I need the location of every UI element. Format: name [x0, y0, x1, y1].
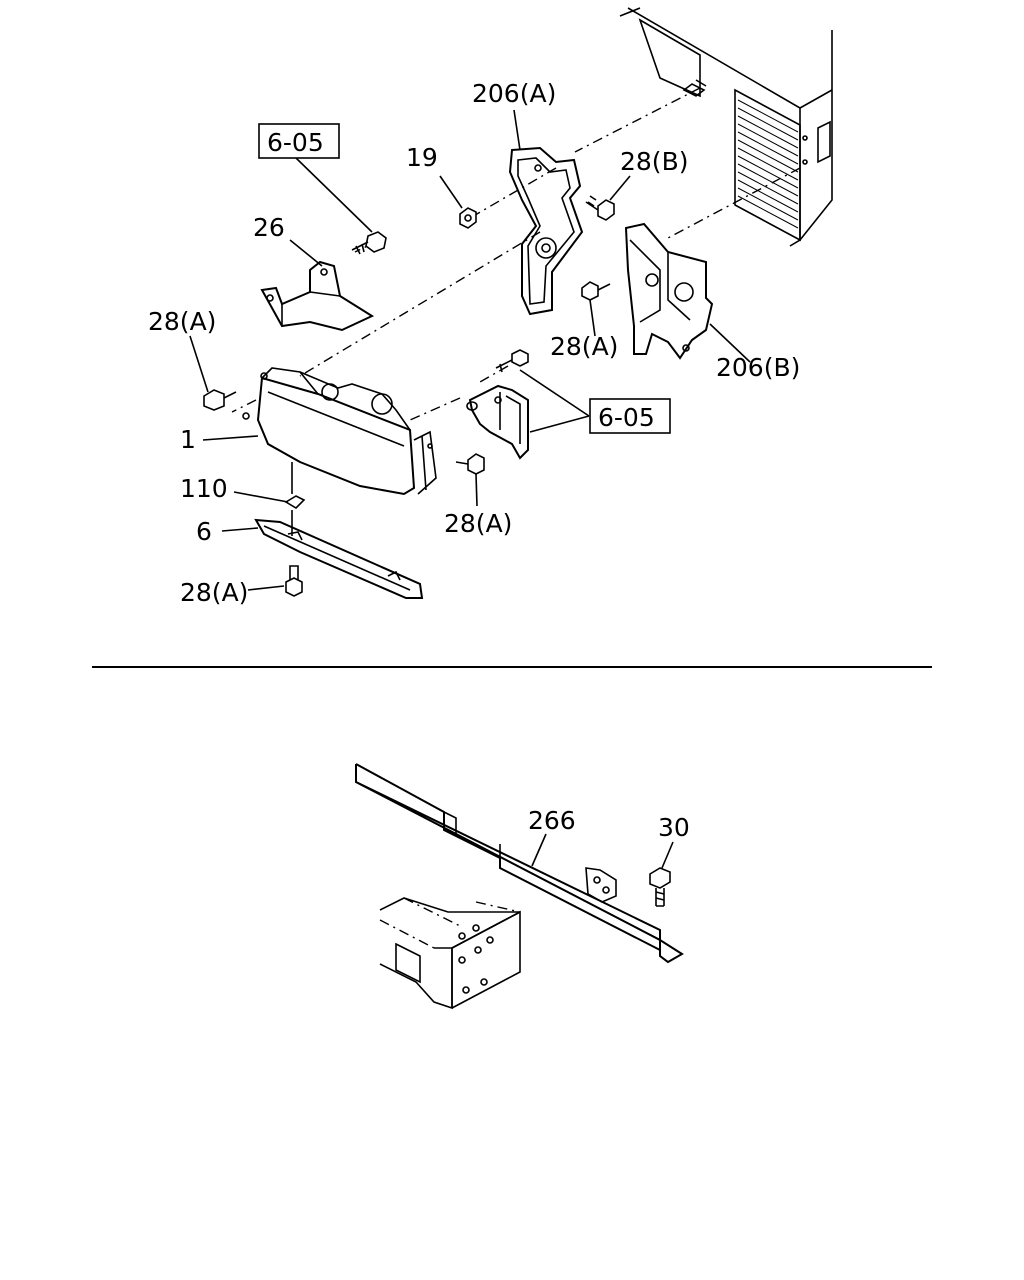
bolt-28b — [585, 195, 615, 221]
bracket-26 — [260, 260, 375, 332]
cover-6 — [254, 518, 424, 599]
bolt-28a-left — [203, 389, 237, 411]
bolt-28a-mid — [581, 281, 611, 301]
screw-6-05-top — [351, 231, 387, 255]
label-26: 26 — [253, 213, 285, 242]
label-1: 1 — [180, 425, 196, 454]
label-19: 19 — [406, 143, 438, 172]
bracket-206a — [508, 146, 584, 316]
ref-box-6-05-right — [589, 398, 671, 434]
label-266: 266 — [528, 806, 576, 835]
label-28a-lower: 28(A) — [444, 509, 512, 538]
bracket-6-05-right — [466, 384, 529, 460]
label-28a-left: 28(A) — [148, 307, 216, 336]
ref-box-6-05-top — [258, 123, 340, 159]
label-6: 6 — [196, 517, 212, 546]
label-110: 110 — [180, 474, 228, 503]
label-ref-6-05-right: 6-05 — [598, 403, 655, 432]
bolt-30 — [649, 867, 671, 907]
frame-rail — [379, 897, 521, 1010]
member-266 — [355, 763, 684, 964]
label-206b: 206(B) — [716, 353, 800, 382]
label-ref-6-05-top: 6-05 — [267, 128, 324, 157]
bolt-28a-lower — [455, 453, 485, 475]
nut-19 — [459, 207, 477, 229]
cab-front-grille — [619, 7, 833, 247]
label-28a-mid: 28(A) — [550, 332, 618, 361]
bolt-28a-bottom — [285, 565, 303, 597]
upper-assembly: 206(A) 19 28(B) 6-05 26 28(A) 28(A) 206(… — [148, 7, 833, 607]
label-206a: 206(A) — [472, 79, 556, 108]
bracket-206b — [624, 222, 714, 360]
headlamp-1 — [242, 367, 437, 496]
label-28a-bottom: 28(A) — [180, 578, 248, 607]
label-28b: 28(B) — [620, 147, 688, 176]
lower-assembly: 266 30 — [355, 763, 690, 1010]
label-30: 30 — [658, 813, 690, 842]
screw-6-05-right — [495, 349, 529, 373]
leader-lines — [189, 109, 751, 591]
clip-110 — [284, 462, 306, 536]
